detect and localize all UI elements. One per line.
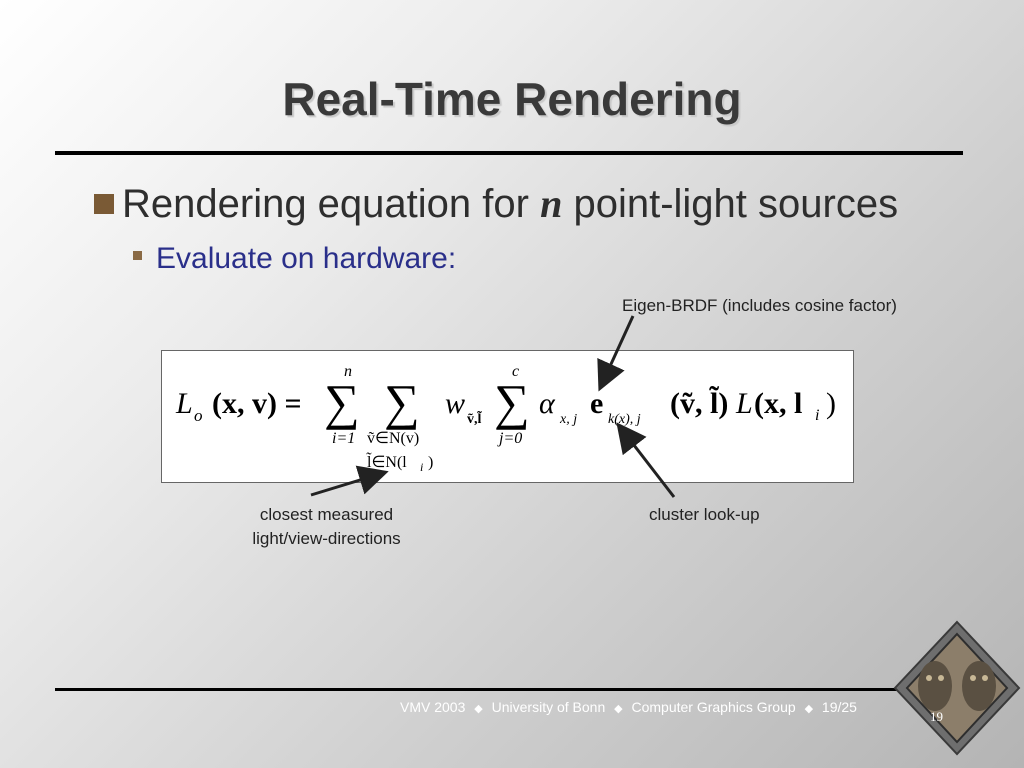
- bullet1-text-a: Rendering equation for: [122, 182, 529, 226]
- bullet-level2: Evaluate on hardware:: [133, 242, 456, 276]
- bullet1-variable: n: [540, 181, 563, 226]
- formula-alpha-sub: x, j: [559, 412, 577, 427]
- formula-w-sub: ṽ,l̃: [467, 409, 482, 427]
- sum2-sigma: ∑: [384, 374, 420, 430]
- top-rule: [55, 151, 963, 155]
- formula-L: L: [175, 387, 193, 420]
- square-bullet-icon: [94, 194, 114, 214]
- formula-args1: (ṽ, l̃): [670, 386, 728, 420]
- sum1-sigma: ∑: [324, 374, 360, 430]
- footer-page: 19/25: [821, 699, 857, 715]
- sum1-bottom: i=1: [332, 430, 355, 447]
- formula-e: e: [590, 387, 603, 420]
- slide-title: Real-Time Rendering: [282, 73, 742, 125]
- formula-lhs-args: (x, v) =: [212, 387, 302, 420]
- sum2-bottom-i: i: [420, 460, 423, 474]
- bullet1-text-b: point-light sources: [573, 182, 899, 226]
- sum3-top: c: [512, 363, 519, 380]
- sum2-bottom-line2: l̃∈N(l: [366, 452, 407, 471]
- annotation-closest: closest measured light/view-directions: [230, 503, 423, 551]
- formula-args2: (x, l: [754, 387, 802, 420]
- annotation-closest-line1: closest measured: [259, 505, 394, 524]
- sum3-bottom: j=0: [497, 430, 522, 447]
- small-square-bullet-icon: [133, 251, 142, 260]
- formula-o-sub: o: [194, 406, 203, 425]
- bullet2-text: Evaluate on hardware:: [156, 242, 457, 275]
- annotation-closest-line2: light/view-directions: [252, 529, 401, 548]
- formula-box: L o (x, v) = n ∑ i=1 ∑ ṽ∈N(v) l̃∈N(l i )…: [161, 350, 854, 483]
- formula-args2-i: i: [815, 407, 819, 424]
- formula-L2: L: [735, 387, 753, 420]
- bottom-rule: [55, 688, 965, 691]
- formula-alpha: α: [539, 387, 556, 420]
- footer: VMV 2003 ◆ University of Bonn ◆ Computer…: [400, 699, 857, 715]
- sum2-bottom-line1: ṽ∈N(v): [367, 430, 419, 447]
- footer-separator-icon: ◆: [804, 703, 814, 715]
- footer-separator-icon: ◆: [474, 703, 483, 715]
- bullet-level1: Rendering equation for n point-light sou…: [94, 180, 898, 227]
- footer-conference: VMV 2003: [400, 699, 466, 715]
- formula-e-sub: k(x), j: [608, 412, 641, 427]
- sum3-sigma: ∑: [494, 374, 530, 430]
- annotation-cluster: cluster look-up: [649, 505, 760, 524]
- footer-separator-icon: ◆: [614, 703, 623, 715]
- sum2-bottom-close: ): [428, 454, 433, 471]
- footer-university: University of Bonn: [491, 699, 606, 715]
- annotation-eigen-brdf: Eigen-BRDF (includes cosine factor): [622, 296, 897, 315]
- formula-args2-close: ): [826, 387, 836, 420]
- logo-page-number: 19: [930, 709, 943, 724]
- rendering-equation: L o (x, v) = n ∑ i=1 ∑ ṽ∈N(v) l̃∈N(l i )…: [175, 363, 836, 474]
- footer-group: Computer Graphics Group: [631, 699, 796, 715]
- graphics-group-logo-icon: 19: [893, 620, 1021, 756]
- formula-w: w: [445, 387, 465, 420]
- sum1-top: n: [344, 363, 352, 380]
